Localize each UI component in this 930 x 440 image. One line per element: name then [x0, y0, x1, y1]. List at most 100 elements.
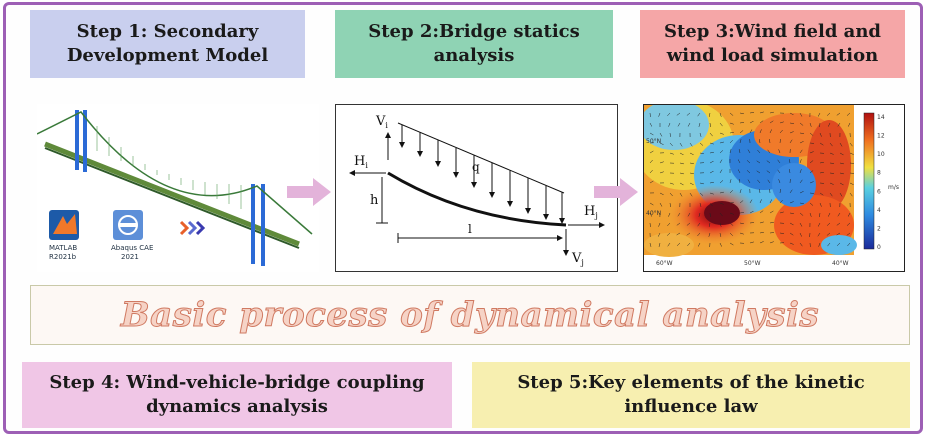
wind-vector [719, 112, 722, 117]
basic-process-title: Basic process of dynamical analysis [120, 295, 820, 336]
wind-vector [719, 141, 724, 144]
wind-vector [719, 169, 723, 174]
abaqus-label: Abaqus CAE [111, 244, 153, 252]
wind-vector [809, 212, 812, 217]
wind-vector [699, 202, 702, 207]
wind-vector [769, 188, 771, 194]
step-2-box: Step 2:Bridge statics analysis [335, 10, 613, 78]
wind-vector [799, 141, 804, 144]
wind-vector [649, 150, 654, 154]
wind-vector [789, 232, 794, 236]
wind-vector [799, 191, 804, 194]
wind-vector [777, 169, 781, 174]
cable-force-diagram: Vi Hi h q l Hj Vj [349, 114, 605, 267]
wind-vector [699, 152, 704, 155]
wind-vector [689, 172, 694, 175]
wind-vector [778, 179, 781, 184]
wind-vector [699, 132, 702, 137]
wind-vector [708, 112, 711, 117]
wind-vector [649, 222, 651, 228]
wind-vector [759, 241, 764, 244]
vi-label: Vi [375, 114, 388, 130]
wind-vector [669, 182, 674, 185]
wind-vector [687, 122, 691, 127]
wind-vector [719, 191, 724, 194]
wind-vector [737, 159, 741, 164]
wind-vector [679, 162, 684, 165]
wind-vector [829, 152, 834, 155]
colorbar-tick: 8 [877, 170, 881, 177]
wind-vector [749, 112, 755, 114]
wind-vector [819, 142, 824, 146]
wind-vector [708, 232, 711, 237]
wind-vector [779, 138, 781, 144]
wind-vector [697, 242, 701, 247]
wind-vector [667, 222, 671, 227]
wind-vector [719, 150, 724, 154]
wind-vector [847, 242, 851, 247]
wind-vector [709, 181, 714, 184]
wind-vector [708, 222, 711, 227]
wind-vector [667, 242, 671, 247]
wind-vector [847, 122, 851, 127]
wind-vector [747, 149, 751, 154]
wind-vector [737, 169, 741, 174]
wind-vector [709, 202, 713, 207]
wind-vector [827, 122, 831, 127]
lon-tick-50: 50°W [744, 260, 761, 267]
wind-vector [697, 222, 701, 227]
wind-vector [849, 142, 853, 147]
wind-vector [689, 182, 694, 186]
q-label: q [472, 160, 480, 174]
wind-vector [759, 221, 764, 224]
wind-vector [769, 221, 774, 224]
wind-vector [779, 199, 783, 204]
wind-vector [719, 242, 722, 247]
wind-vector [799, 149, 803, 154]
hi-label: Hi [354, 154, 368, 170]
wind-vector [719, 222, 722, 227]
wind-vector [729, 149, 732, 154]
wind-vector [789, 189, 793, 194]
colorbar-tick: 6 [877, 188, 881, 195]
wind-vector [659, 192, 664, 196]
wind-vector [819, 202, 822, 207]
wind-vector [699, 192, 704, 196]
wind-vector [769, 111, 774, 114]
chevrons-right-icon [179, 220, 206, 236]
wind-vector [709, 151, 714, 154]
wind-vector [789, 222, 794, 226]
lat-tick-40: 40°N [646, 210, 661, 217]
wind-vector [679, 142, 683, 147]
step-3-box: Step 3:Wind field and wind load simulati… [640, 10, 905, 78]
suspension-bridge-illustration: MATLAB R2021b Abaqus CAE 2021 [36, 110, 313, 266]
colorbar-tick: 10 [877, 151, 885, 158]
wind-vector [746, 170, 751, 174]
wind-vector [729, 190, 733, 194]
wind-vector [789, 112, 794, 116]
wind-vector [756, 170, 761, 174]
wind-vector [709, 170, 714, 174]
wind-vector [799, 222, 803, 227]
wind-vector [746, 160, 751, 164]
wind-vector [659, 171, 664, 174]
wind-vector [649, 242, 652, 247]
wind-vector [789, 122, 795, 124]
wind-vector [799, 202, 804, 204]
wind-vector [676, 222, 681, 226]
colorbar-tick: 12 [877, 133, 885, 140]
wind-vector [769, 199, 773, 204]
step-1-box: Step 1: Secondary Development Model [30, 10, 305, 78]
wind-vector [769, 120, 774, 124]
wind-vector [709, 142, 714, 145]
wind-vector [649, 169, 653, 174]
wind-vector [649, 202, 654, 206]
wind-vector [799, 122, 804, 126]
wind-vector [729, 131, 734, 134]
wind-vector [836, 242, 841, 246]
wind-vector [788, 169, 791, 174]
wind-vector [669, 132, 671, 137]
wind-vector [689, 192, 693, 197]
wind-vector [719, 180, 724, 184]
